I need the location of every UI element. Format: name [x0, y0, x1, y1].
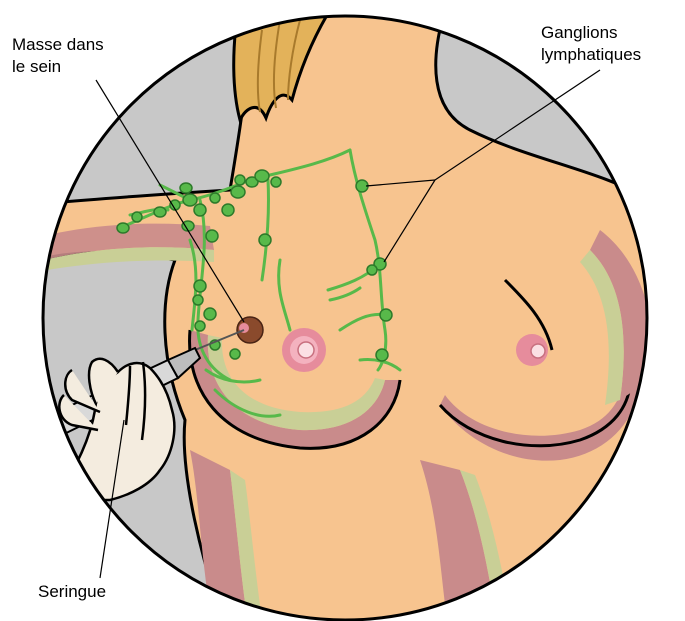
label-lymph-nodes: Ganglions lymphatiques	[541, 22, 641, 66]
label-breast-mass-line1: Masse dans	[12, 34, 104, 56]
label-breast-mass-line2: le sein	[12, 56, 104, 78]
label-breast-mass: Masse dans le sein	[12, 34, 104, 78]
label-lymph-nodes-line1: Ganglions	[541, 22, 641, 44]
label-lymph-nodes-line2: lymphatiques	[541, 44, 641, 66]
right-nipple	[531, 344, 545, 358]
left-nipple	[298, 342, 314, 358]
label-syringe: Seringue	[38, 581, 106, 603]
